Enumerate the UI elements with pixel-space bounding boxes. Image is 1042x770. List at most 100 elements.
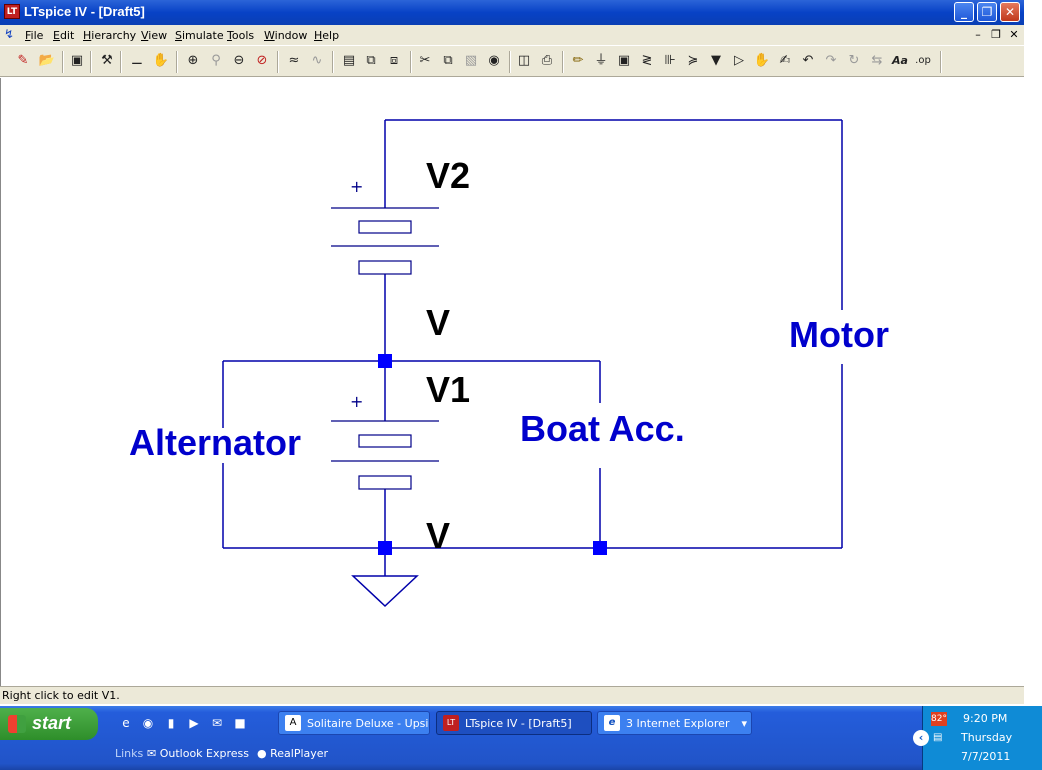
undo-icon[interactable]: ↶ xyxy=(802,53,814,68)
ie-alt-quicklaunch-icon[interactable]: ◉ xyxy=(142,716,154,730)
clock-day: Thursday xyxy=(961,731,1013,744)
battery-plate xyxy=(358,260,412,275)
folder-quicklaunch-icon[interactable]: ▮ xyxy=(167,716,175,730)
network-icon[interactable]: ▤ xyxy=(933,732,943,743)
motor-label[interactable]: Motor xyxy=(789,314,889,355)
resistor-icon[interactable]: ≷ xyxy=(641,53,653,68)
junction-dot[interactable] xyxy=(378,541,392,555)
schematic-canvas[interactable]: + + V2 V V1 V Alternator Boat Acc. Motor xyxy=(0,78,1024,686)
mdi-restore-button[interactable]: ❐ xyxy=(991,28,1001,41)
menu-tools[interactable]: Tools xyxy=(227,29,255,42)
restore-button[interactable]: ❐ xyxy=(977,2,997,22)
v2-name-label[interactable]: V2 xyxy=(426,155,470,196)
component-icon[interactable]: ▷ xyxy=(734,53,744,68)
zoom-area-icon[interactable]: ⚲ xyxy=(211,53,221,68)
desktop-edge xyxy=(1024,0,1042,708)
redo-icon[interactable]: ↷ xyxy=(825,53,837,68)
diode-icon[interactable]: ▼ xyxy=(711,53,721,68)
battery-v2[interactable] xyxy=(331,207,439,275)
clock-time[interactable]: 9:20 PM xyxy=(963,712,1008,725)
taskbar: start e ◉ ▮ ▶ ✉ ■ A Solitaire Deluxe - U… xyxy=(0,706,1042,770)
mail-quicklaunch-icon[interactable]: ✉ xyxy=(211,716,223,730)
menu-edit[interactable]: Edit xyxy=(53,29,75,42)
ground-symbol[interactable] xyxy=(351,575,419,608)
find-icon[interactable]: ◉ xyxy=(488,53,500,68)
halt-icon[interactable]: ✋ xyxy=(152,53,170,68)
wires xyxy=(222,119,843,608)
zoom-in-icon[interactable]: ⊕ xyxy=(187,53,199,68)
outlook-express-link[interactable]: ✉ Outlook Express xyxy=(147,747,249,760)
toolbar-separator xyxy=(120,51,122,73)
ltspice-app-icon[interactable]: LT xyxy=(4,4,20,19)
v2-value-label[interactable]: V xyxy=(426,302,450,343)
open-icon[interactable]: 📂 xyxy=(38,53,56,68)
mdi-close-button[interactable]: ✕ xyxy=(1009,28,1019,41)
show-hidden-icons-button[interactable]: ‹ xyxy=(913,730,929,746)
component-labels: V2 V V1 V xyxy=(426,155,470,556)
autoscale-icon[interactable]: ≈ xyxy=(288,53,300,68)
menu-help[interactable]: Help xyxy=(314,29,340,42)
boat-acc-label[interactable]: Boat Acc. xyxy=(520,408,685,449)
label-net-icon[interactable]: ▣ xyxy=(617,53,631,68)
start-button[interactable]: start xyxy=(0,708,98,740)
menu-simulate[interactable]: Simulate xyxy=(175,29,224,42)
battery-v1[interactable] xyxy=(331,420,439,490)
tile-horizontal-icon[interactable]: ▤ xyxy=(342,53,356,68)
status-bar: Right click to edit V1. xyxy=(0,686,1024,704)
realplayer-link[interactable]: ● RealPlayer xyxy=(257,747,329,760)
alternator-label[interactable]: Alternator xyxy=(129,422,301,463)
v1-name-label[interactable]: V1 xyxy=(426,369,470,410)
new-schematic-icon[interactable]: ✎ xyxy=(17,53,29,68)
paint-quicklaunch-icon[interactable]: ■ xyxy=(234,716,246,730)
document-menu-icon[interactable]: ↯ xyxy=(4,27,15,41)
junction-dot[interactable] xyxy=(593,541,607,555)
taskbar-button-solitaire[interactable]: A Solitaire Deluxe - Upsi... xyxy=(278,711,430,735)
media-player-quicklaunch-icon[interactable]: ▶ xyxy=(189,716,199,730)
menu-hierarchy[interactable]: Hierarchy xyxy=(83,29,137,42)
battery-plate xyxy=(358,434,412,448)
close-button[interactable]: ✕ xyxy=(1000,2,1020,22)
zoom-out-icon[interactable]: ⊖ xyxy=(233,53,245,68)
control-panel-icon[interactable]: ⚒ xyxy=(101,53,113,68)
toolbar-separator xyxy=(277,51,279,73)
capacitor-icon[interactable]: ⊪ xyxy=(664,53,676,68)
mdi-minimize-button[interactable]: – xyxy=(975,28,981,41)
paste-icon[interactable]: ▧ xyxy=(464,53,478,68)
taskbar-button-internet-explorer[interactable]: e 3 Internet Explorer ▾ xyxy=(597,711,752,735)
drag-icon[interactable]: ✍ xyxy=(779,53,791,68)
menu-view[interactable]: View xyxy=(141,29,168,42)
tile-vertical-icon[interactable]: ⧈ xyxy=(389,53,399,68)
taskbar-button-label: Solitaire Deluxe - Upsi... xyxy=(307,717,430,730)
v2-plus-sign: + xyxy=(350,177,363,196)
save-icon[interactable]: ▣ xyxy=(70,53,84,68)
schematic-drawing[interactable]: + + V2 V V1 V Alternator Boat Acc. Motor xyxy=(1,78,1025,686)
spice-directive-icon[interactable]: .op xyxy=(915,55,931,66)
copy-icon[interactable]: ⧉ xyxy=(443,53,453,68)
run-icon[interactable]: ⚊ xyxy=(131,53,143,68)
taskbar-button-ltspice[interactable]: LT LTspice IV - [Draft5] xyxy=(436,711,592,735)
v1-value-label[interactable]: V xyxy=(426,515,450,556)
group-dropdown-icon: ▾ xyxy=(741,717,747,730)
move-icon[interactable]: ✋ xyxy=(753,53,771,68)
minimize-button[interactable]: _ xyxy=(954,2,974,22)
waveform-icon[interactable]: ∿ xyxy=(311,53,323,68)
print-preview-icon[interactable]: ◫ xyxy=(517,53,531,68)
print-icon[interactable]: ⎙ xyxy=(541,53,553,68)
junction-dot[interactable] xyxy=(378,354,392,368)
cut-icon[interactable]: ✂ xyxy=(419,53,431,68)
zoom-fit-icon[interactable]: ⊘ xyxy=(256,53,268,68)
inductor-icon[interactable]: ≽ xyxy=(687,53,699,68)
toolbar-separator xyxy=(940,51,942,73)
text-icon[interactable]: Aa xyxy=(892,54,908,67)
toolbar-separator xyxy=(176,51,178,73)
link-label: Outlook Express xyxy=(159,747,249,760)
rotate-icon[interactable]: ↻ xyxy=(848,53,860,68)
weather-temperature[interactable]: 82° xyxy=(931,712,947,726)
cascade-icon[interactable]: ⧉ xyxy=(366,53,376,68)
internet-explorer-quicklaunch-icon[interactable]: e xyxy=(122,716,130,730)
menu-file[interactable]: File xyxy=(25,29,44,42)
ground-icon[interactable]: ⏚ xyxy=(594,53,608,68)
menu-window[interactable]: Window xyxy=(264,29,308,42)
draw-wire-icon[interactable]: ✏ xyxy=(572,53,584,68)
mirror-icon[interactable]: ⇆ xyxy=(871,53,883,68)
